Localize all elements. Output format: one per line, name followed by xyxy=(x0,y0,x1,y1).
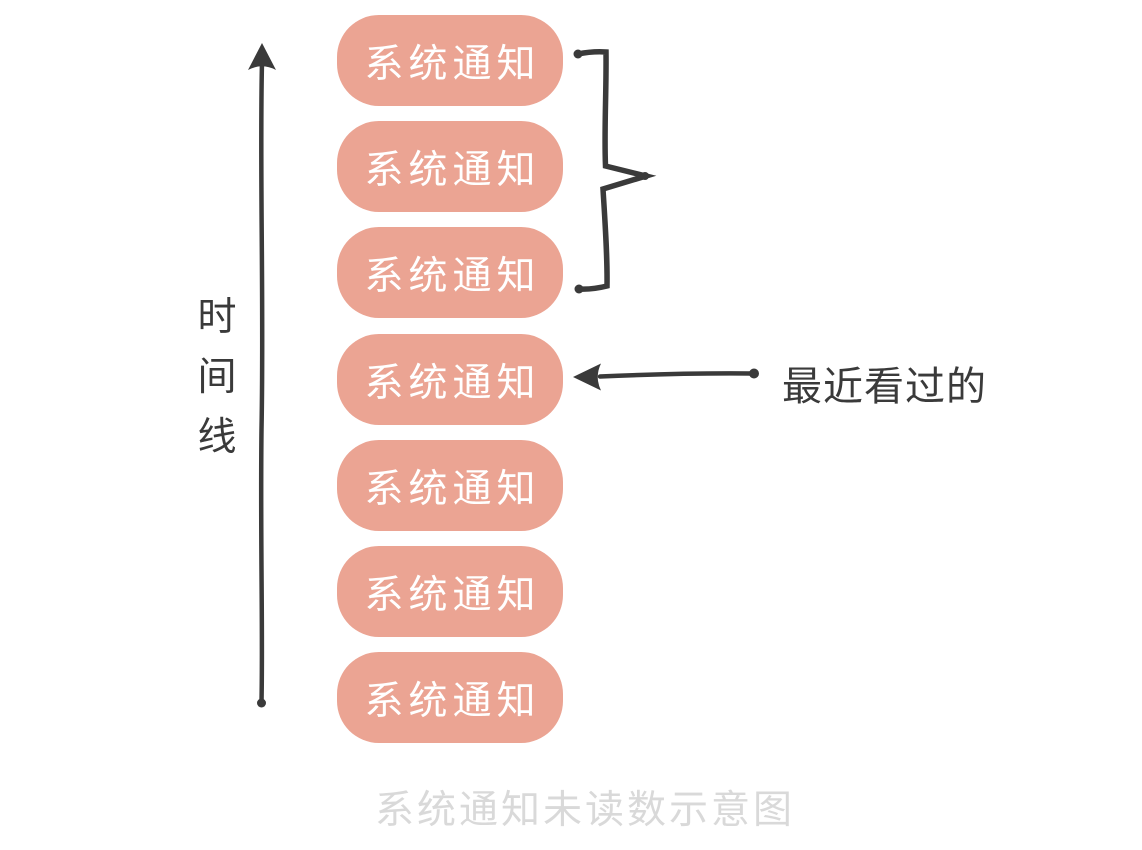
notification-box: 系统通知 xyxy=(337,546,563,637)
notification-box: 系统通知 xyxy=(337,15,563,106)
notification-box-label: 系统通知 xyxy=(364,254,541,298)
recently-viewed-label: 最近看过的 xyxy=(782,365,987,409)
notification-box: 系统通知 xyxy=(337,334,563,425)
notification-box: 系统通知 xyxy=(337,227,563,318)
notification-box-label: 系统通知 xyxy=(364,42,541,86)
notification-box-label: 系统通知 xyxy=(364,467,541,511)
notification-box: 系统通知 xyxy=(337,440,563,531)
notification-box-label: 系统通知 xyxy=(364,573,541,617)
notification-box-label: 系统通知 xyxy=(364,148,541,192)
diagram-caption: 系统通知未读数示意图 xyxy=(374,789,795,832)
notification-box-label: 系统通知 xyxy=(364,361,541,405)
notification-box: 系统通知 xyxy=(337,652,563,743)
timeline-label: 时间线 xyxy=(197,296,237,459)
notification-box-label: 系统通知 xyxy=(364,679,541,723)
notification-box: 系统通知 xyxy=(337,121,563,212)
